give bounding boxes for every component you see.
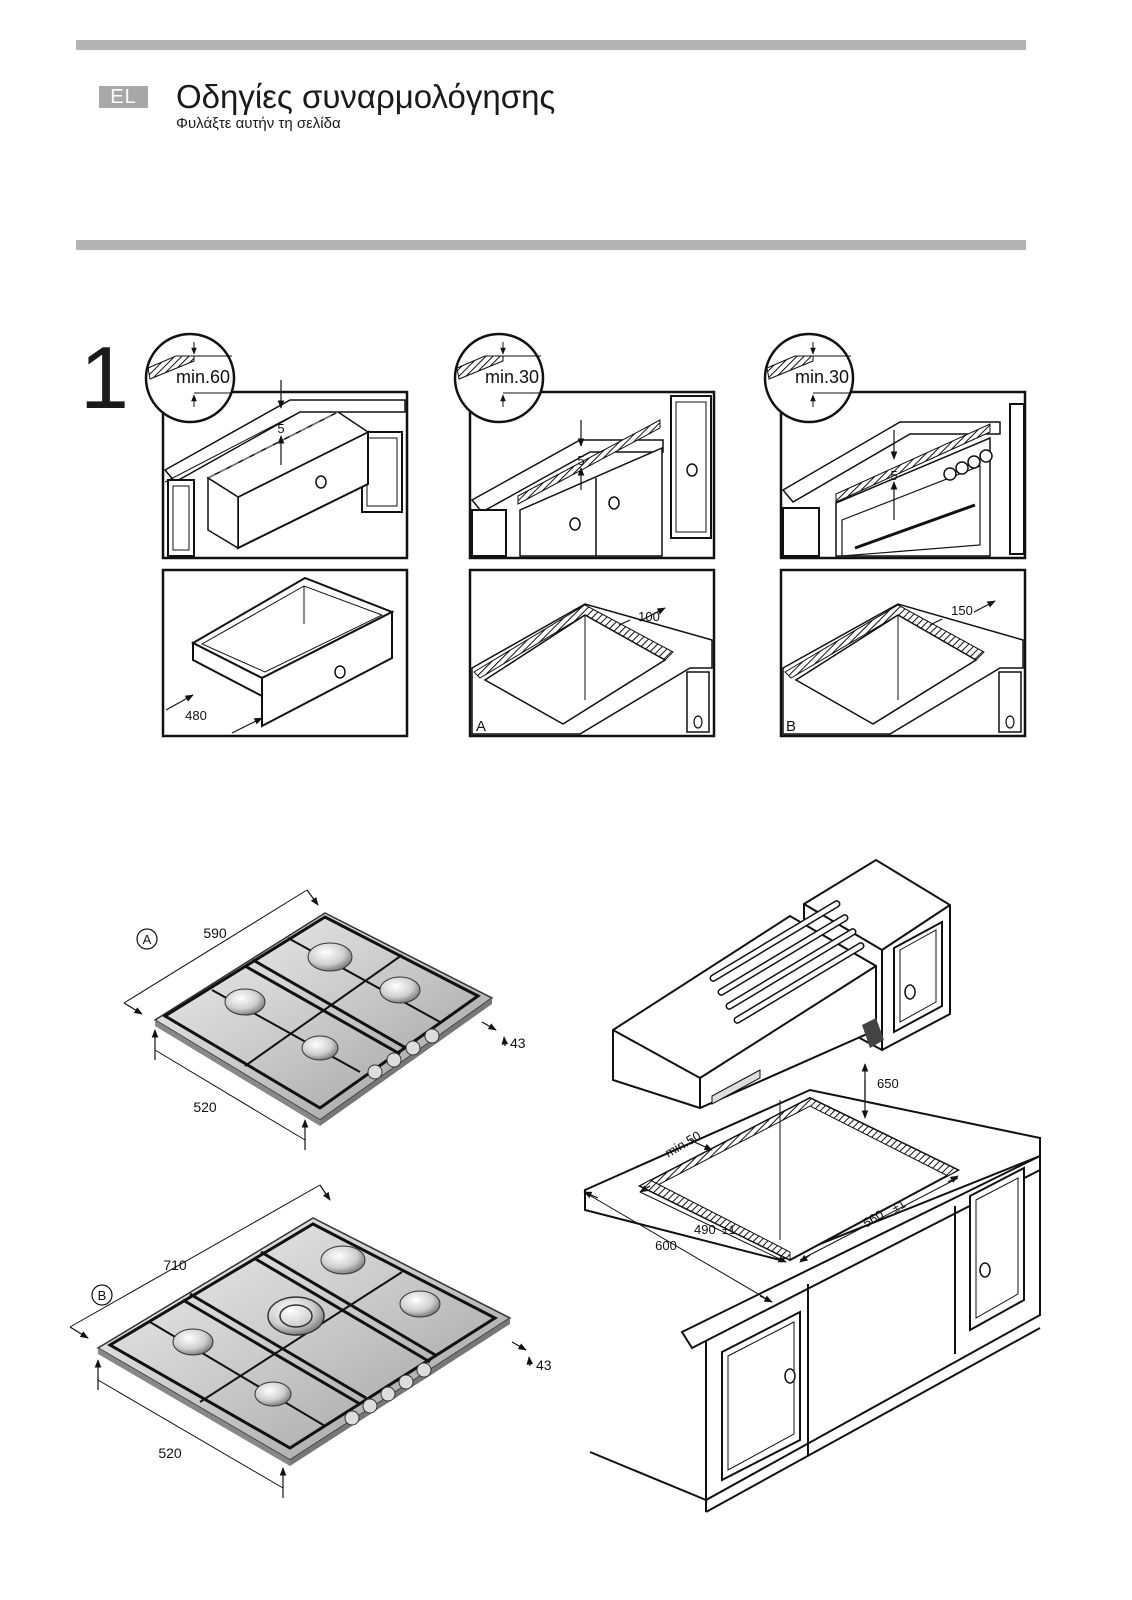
panel-letter: B [786,718,796,735]
installation-illustration: 650 min.50 490 ±1 560 ±1 600 [583,858,1041,1513]
hood-height: 650 [877,1076,899,1091]
border-label: 150 [951,603,973,618]
hob-depth: 520 [158,1445,182,1461]
hob-width: 590 [203,925,227,941]
hob-height: 43 [536,1357,552,1373]
panel-letter: A [476,718,486,735]
hob-a-illustration: A 590 520 43 [123,889,526,1150]
clearance-bubble-1: min.60 [144,332,236,424]
panel-drawer-top: 5 [161,380,409,560]
cutout-width-tol: ±1 [890,1197,909,1216]
page-subtitle: Φυλάξτε αυτήν τη σελίδα [176,115,341,132]
clearance-bubble-3: min.30 [763,332,855,424]
header-bottom-rule [76,240,1026,250]
clearance-bubble-2: min.30 [453,332,545,424]
border-label: 100 [638,609,660,624]
hob-b-illustration: B 710 520 43 [69,1184,552,1498]
gap-label: 5 [577,453,584,468]
clearance-label: min.30 [795,367,849,387]
step-number: 1 [80,328,129,427]
gap-label: 5 [890,468,897,483]
panel-drawer-bottom: 480 [161,568,409,738]
language-badge: EL [99,86,148,108]
top-rule [76,40,1026,50]
hob-marker: A [143,932,152,947]
counter-depth: 600 [655,1238,677,1253]
cutout-depth-tol: ±1 [722,1223,736,1237]
page-title: Οδηγίες συναρμολόγησης [176,78,556,115]
hob-height: 43 [510,1035,526,1051]
hob-depth: 520 [193,1099,217,1115]
panel-cabinet-a-bottom: 100 A [468,568,716,738]
gap-label: 5 [277,421,284,436]
panel-oven-b-bottom: 150 B [779,568,1027,738]
hob-width: 710 [163,1257,187,1273]
depth-label: 480 [185,708,207,723]
clearance-label: min.30 [485,367,539,387]
cutout-depth: 490 [694,1222,716,1237]
clearance-label: min.60 [176,367,230,387]
hob-marker: B [98,1288,107,1303]
